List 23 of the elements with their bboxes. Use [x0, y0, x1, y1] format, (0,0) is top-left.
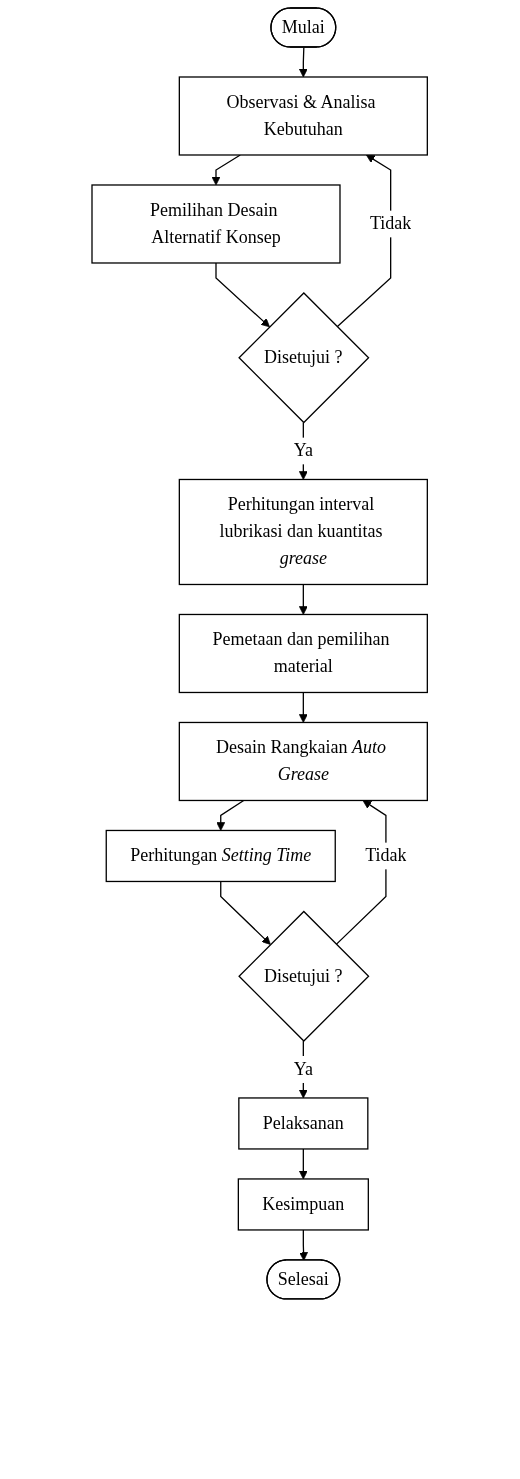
node-box: Desain Rangkaian Auto Grease [179, 721, 429, 802]
node-box: Perhitungan interval lubrikasi dan kuantitas grease [179, 478, 429, 586]
edge-label: Tidak [365, 845, 407, 866]
node-box: Pemilihan Desain Alternatif Konsep [91, 184, 341, 264]
node-box: Kesimpuan [238, 1178, 370, 1231]
edge-label: Tidak [370, 213, 412, 234]
arrow [211, 154, 242, 186]
node-box: Pelaksanan [238, 1097, 369, 1150]
edge-label: Ya [294, 1058, 314, 1079]
arrow [299, 583, 309, 615]
node-box: Perhitungan Setting Time [105, 829, 337, 883]
arrow [216, 799, 245, 831]
node-box: Observasi & Analisa Kebutuhan [179, 76, 429, 156]
arrow [215, 262, 271, 328]
node-diamond: Disetujui ? [238, 292, 370, 424]
node-box: Pemetaan dan pemilihan material [179, 613, 429, 694]
arrow [299, 1229, 309, 1261]
edge-label: Ya [294, 440, 314, 461]
arrow [299, 691, 309, 723]
arrow [220, 880, 272, 945]
arrow [299, 46, 309, 78]
arrow [299, 1148, 309, 1180]
node-diamond: Disetujui ? [238, 910, 370, 1042]
